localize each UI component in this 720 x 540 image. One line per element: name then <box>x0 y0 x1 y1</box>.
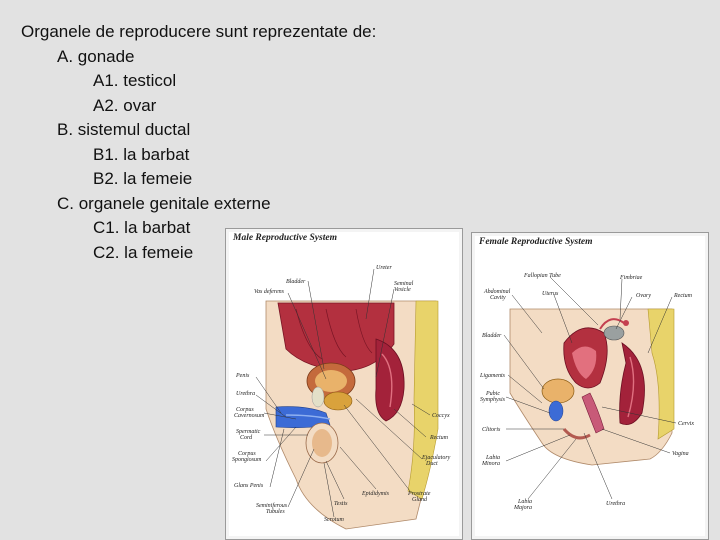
label-bladder: Bladder <box>286 279 306 285</box>
label-ovary: Ovary <box>636 293 651 299</box>
female-anatomy-illustration <box>503 276 677 500</box>
label-fallopian-tube: Fallopian Tube <box>524 273 561 279</box>
label-uterus: Uterus <box>542 291 559 297</box>
label-seminiferous-2: Tubules <box>266 509 285 515</box>
label-coccyx: Coccyx <box>432 413 450 419</box>
label-ligaments: Ligaments <box>480 373 506 379</box>
outline-item-a2: A2. ovar <box>93 95 157 115</box>
female-reproductive-figure: Female Reproductive System <box>471 232 709 540</box>
label-glans-penis: Glans Penis <box>234 483 264 489</box>
outline-list: Organele de reproducere sunt reprezentat… <box>21 20 376 265</box>
label-cervix: Cervix <box>678 421 694 427</box>
label-bladder: Bladder <box>482 333 502 339</box>
label-rectum: Rectum <box>674 293 692 299</box>
label-seminal-vesicle-2: Vesicle <box>394 287 411 293</box>
male-reproductive-figure: Male Reproductive System <box>225 228 463 540</box>
label-penis: Penis <box>236 373 250 379</box>
label-spermatic-cord-2: Cord <box>240 435 253 441</box>
label-ejaculatory-2: Duct <box>426 461 438 467</box>
label-abdominal-cavity-1: Abdominal <box>484 289 511 295</box>
label-labia-minora-1: Labia <box>486 455 501 461</box>
label-spermatic-cord-1: Spermatic <box>236 429 261 435</box>
label-corpus-spongiosum-2: Spongiosum <box>232 457 262 463</box>
label-urethra: Urethra <box>606 501 626 507</box>
outline-item-b1: B1. la barbat <box>93 144 190 164</box>
outline-item-c2: C2. la femeie <box>93 242 194 262</box>
label-abdominal-cavity-2: Cavity <box>490 295 506 301</box>
label-clitoris: Clitoris <box>482 427 501 433</box>
label-corpus-spongiosum-1: Corpus <box>238 451 256 457</box>
outline-item-b: B. sistemul ductal <box>57 120 191 139</box>
label-corpus-cavernosum-2: Cavernosum <box>234 413 265 419</box>
label-testis: Testis <box>334 501 348 507</box>
label-rectum: Rectum <box>430 435 448 441</box>
label-corpus-cavernosum-1: Corpus <box>236 407 254 413</box>
label-labia-majora-2: Majora <box>514 505 532 511</box>
label-epididymis: Epididymis <box>362 491 389 497</box>
label-urethra: Urethra <box>236 391 256 397</box>
outline-item-a: A. gonade <box>57 46 135 66</box>
outline-item-a1: A1. testicol <box>93 71 177 90</box>
outline-item-b2: B2. la femeie <box>93 169 193 188</box>
male-figure-title: Male Reproductive System <box>233 233 337 243</box>
label-labia-minora-2: Minora <box>482 461 500 467</box>
female-figure-title: Female Reproductive System <box>479 237 593 247</box>
label-ureter: Ureter <box>376 265 392 271</box>
outline-heading: Organele de reproducere sunt reprezentat… <box>21 22 377 41</box>
label-labia-majora-1: Labia <box>518 499 533 505</box>
label-prostate-1: Prostrate <box>408 491 431 497</box>
label-vagina: Vagina <box>672 451 689 457</box>
label-vas-deferens: Vas deferens <box>254 289 284 295</box>
label-ejaculatory-1: Ejaculatory <box>422 455 451 461</box>
label-scrotum: Scrotum <box>324 517 344 523</box>
label-pubic-symphysis-1: Pubic <box>486 391 500 397</box>
label-prostate-2: Gland <box>412 497 427 503</box>
outline-item-c1: C1. la barbat <box>93 218 191 237</box>
label-fimbriae: Fimbriae <box>620 275 643 281</box>
outline-item-c: C. organele genitale externe <box>57 193 271 213</box>
label-seminal-vesicle-1: Seminal <box>394 281 414 287</box>
male-anatomy-illustration <box>255 268 439 530</box>
label-seminiferous-1: Seminiferous <box>256 503 288 509</box>
label-pubic-symphysis-2: Symphysis <box>480 397 505 403</box>
